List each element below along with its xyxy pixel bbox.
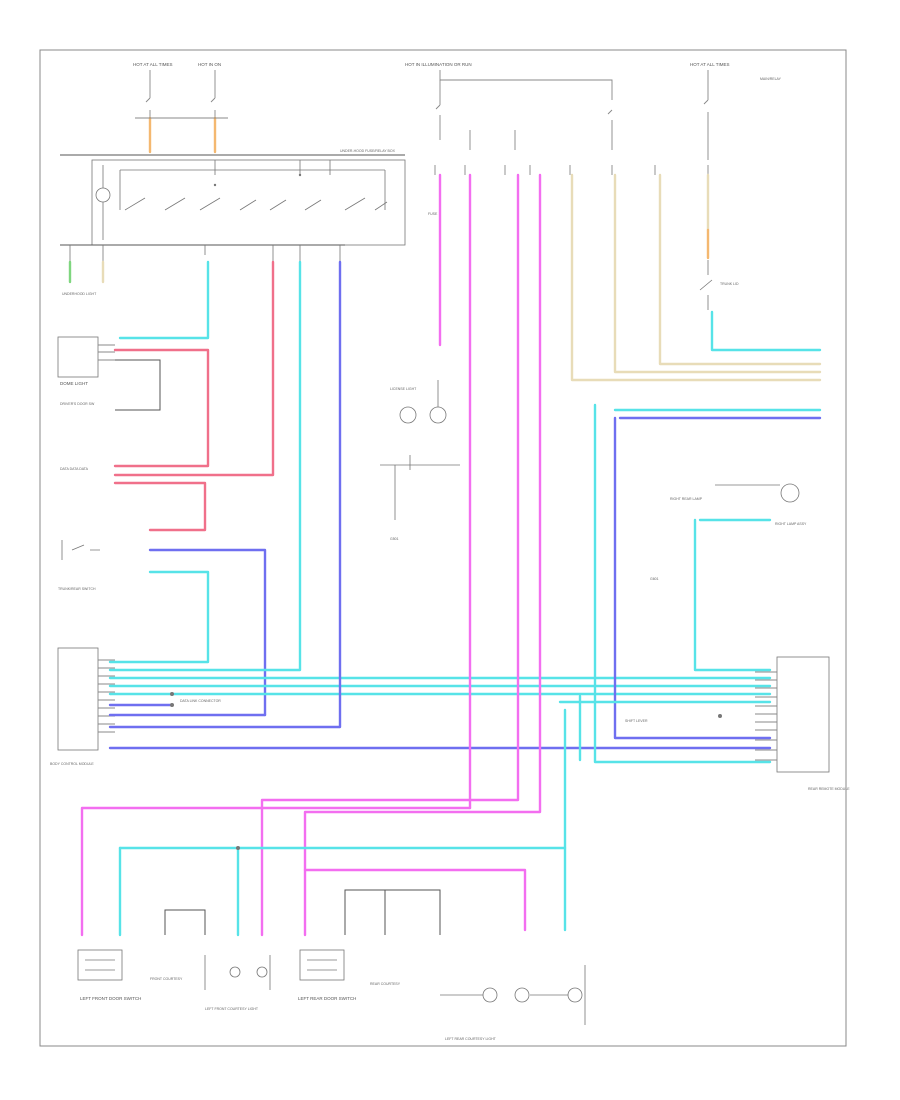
- svg-text:MAIN/RELAY: MAIN/RELAY: [760, 77, 782, 81]
- left-front-door-label: LEFT FRONT DOOR SWITCH: [80, 996, 141, 1001]
- license-light-label: LICENSE LIGHT: [390, 387, 417, 391]
- svg-text:SHIFT LEVER: SHIFT LEVER: [625, 719, 648, 723]
- svg-text:BODY CONTROL MODULE: BODY CONTROL MODULE: [50, 762, 94, 766]
- trunk-lid-switch-label: TRUNK LID: [720, 282, 739, 286]
- svg-text:REAR COURTESY: REAR COURTESY: [370, 982, 401, 986]
- hot-label-3: HOT IN ILLUMINATION OR RUN: [405, 62, 472, 67]
- driver-door-switch-label: DRIVER'S DOOR SW: [60, 402, 95, 406]
- svg-text:FRONT COURTESY: FRONT COURTESY: [150, 977, 183, 981]
- dome-light: DOME LIGHT: [57, 336, 115, 386]
- diagram-frame: [39, 49, 847, 1047]
- svg-text:DATA DATA DATA: DATA DATA DATA: [60, 467, 89, 471]
- left-front-courtesy-light: LEFT FRONT COURTESY LIGHT: [204, 955, 271, 1011]
- top-right-feed: HOT AT ALL TIMES MAIN/RELAY: [569, 62, 782, 175]
- left-rear-courtesy-light: LEFT REAR COURTESY LIGHT: [440, 965, 586, 1041]
- svg-text:DATA LINK CONNECTOR: DATA LINK CONNECTOR: [180, 699, 221, 703]
- svg-text:G601: G601: [650, 577, 659, 581]
- left-front-door-switch: LEFT FRONT DOOR SWITCH: [77, 949, 141, 1001]
- rear-remote-label: REAR REMOTE MODULE: [808, 787, 850, 791]
- right-rear-lamp: RIGHT REAR LAMP RIGHT LAMP ASSY: [670, 483, 807, 526]
- top-mid-feed: HOT IN ILLUMINATION OR RUN: [405, 62, 613, 175]
- under-hood-box-label: UNDER-HOOD FUSE/RELAY BOX: [340, 149, 396, 153]
- rear-remote-module: REAR REMOTE MODULE: [755, 656, 850, 791]
- body-control-module-connector: BODY CONTROL MODULE: [50, 647, 115, 766]
- hot-label-4: HOT AT ALL TIMES: [690, 62, 730, 67]
- trunk-switch-label: TRUNK/REAR SWITCH: [58, 587, 96, 591]
- license-lights: LICENSE LIGHT G501: [380, 380, 460, 541]
- svg-text:G501: G501: [390, 537, 399, 541]
- left-rear-courtesy-label: LEFT REAR COURTESY LIGHT: [445, 1037, 497, 1041]
- left-rear-door-label: LEFT REAR DOOR SWITCH: [298, 996, 356, 1001]
- dome-light-label: DOME LIGHT: [60, 381, 88, 386]
- hot-label-1: HOT AT ALL TIMES: [133, 62, 173, 67]
- svg-text:UNDERHOOD LIGHT: UNDERHOOD LIGHT: [62, 292, 97, 296]
- hot-label-2: HOT IN ON: [198, 62, 221, 67]
- svg-text:RIGHT REAR LAMP: RIGHT REAR LAMP: [670, 497, 703, 501]
- right-lamp-label: RIGHT LAMP ASSY: [775, 522, 807, 526]
- left-front-courtesy-label: LEFT FRONT COURTESY LIGHT: [205, 1007, 259, 1011]
- top-left-fuse-section: HOT AT ALL TIMES HOT IN ON UNDER-HOOD FU…: [60, 62, 406, 262]
- left-rear-door-switch: LEFT REAR DOOR SWITCH: [298, 949, 356, 1001]
- svg-text:FUSE: FUSE: [428, 212, 438, 216]
